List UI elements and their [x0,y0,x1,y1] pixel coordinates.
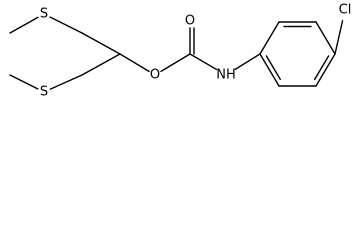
bond-s2-me2 [9,74,39,90]
atom-label-o1: O [150,68,160,83]
atom-label-layer: S S O O NH Cl [40,3,351,100]
atom-label-n1: NH [216,68,236,83]
bond-s1-c1 [49,16,83,34]
bond-c3-s2 [49,74,83,90]
bond-c1-c2 [81,32,121,55]
atom-label-s2: S [40,85,48,100]
atom-label-s1: S [40,7,48,22]
bond-r4-r5 [315,21,336,55]
bond-r4-cl1 [334,20,344,55]
atom-label-o2: O [185,14,195,29]
chemical-structure-diagram: S S O O NH Cl [9,3,351,100]
bond-me1-s1 [9,16,39,34]
bond-c2-o1 [119,53,150,73]
bond-r6-r1 [259,21,280,55]
bond-r1-r2 [259,53,280,87]
atom-label-cl1: Cl [339,3,352,18]
bond-o1-c4 [160,53,191,73]
bond-n1-r1 [234,53,261,70]
bond-r3-r4 [315,53,336,87]
bond-layer [9,16,344,90]
bond-r3-r4-inner [313,55,330,81]
bond-r1-r2-inner [265,55,282,81]
bond-c2-c3 [81,53,121,76]
bond-c4-n1 [189,53,218,71]
